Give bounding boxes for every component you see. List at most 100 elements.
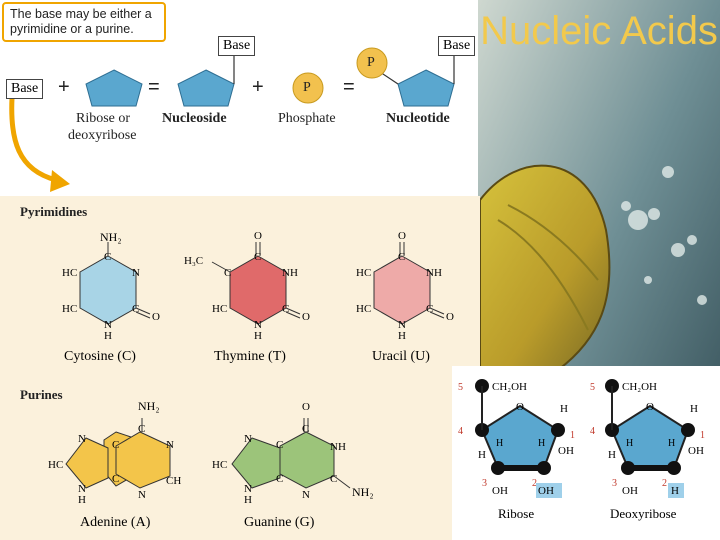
ribose-2-oh-highlight: OH xyxy=(538,485,554,497)
ribose-carbon-5-label: 5 xyxy=(458,382,463,393)
atom-c: C xyxy=(282,303,289,315)
atom-hc: HC xyxy=(62,267,77,279)
butterfly-wing xyxy=(479,164,611,371)
adenine-imidazole-ring xyxy=(65,437,109,489)
sugars-diagram: 5 CH₂OH O H 4 H H 1 OH H 3 2 OH OH Ribos… xyxy=(458,379,705,521)
ribose-oh: OH xyxy=(492,485,508,497)
ribose-carbon-3-label: 3 xyxy=(482,478,487,489)
atom-c: C xyxy=(426,303,433,315)
plus-sign-2: + xyxy=(252,76,264,98)
plus-sign: + xyxy=(58,76,70,98)
deoxyribose-h: H xyxy=(608,449,616,461)
atom-hc: HC xyxy=(356,303,371,315)
atom-c: C xyxy=(112,439,119,451)
atom-c: C xyxy=(138,423,145,435)
atom-o: O xyxy=(302,401,310,413)
ribose-label-2: deoxyribose xyxy=(68,128,137,143)
atom-nh: NH xyxy=(282,267,298,279)
atom-n: N xyxy=(132,267,140,279)
atom-c: C xyxy=(330,473,337,485)
ribose-h: H xyxy=(538,438,545,449)
deoxyribose-carbon-3-label: 3 xyxy=(612,478,617,489)
purines-heading: Purines xyxy=(20,387,63,402)
atom-n: N xyxy=(302,489,310,501)
base-box: Base xyxy=(6,79,44,99)
ribose-oh: OH xyxy=(558,445,574,457)
atom-c: C xyxy=(132,303,139,315)
cytosine-label: Cytosine (C) xyxy=(64,349,136,364)
ribose-carbon-4-label: 4 xyxy=(458,426,463,437)
bases-structures: NH₂ C N HC HC C O N H Cytosine (C) O C N… xyxy=(48,230,454,530)
nucleotide-label: Nucleotide xyxy=(386,111,450,126)
atom-h: H xyxy=(78,494,86,506)
callout-arrow-head xyxy=(50,170,70,192)
nucleoside-sugar xyxy=(177,69,235,107)
deoxyribose-oh: OH xyxy=(688,445,704,457)
deoxyribose-carbon-1-label: 1 xyxy=(700,430,705,441)
atom-c: C xyxy=(112,473,119,485)
sugar-pentagon xyxy=(85,69,143,107)
nucleotide-diagram xyxy=(9,47,455,192)
ribose-h: H xyxy=(496,438,503,449)
adenine-ring xyxy=(115,431,171,489)
atom-h: H xyxy=(254,330,262,342)
ribose-carbon-2-label: 2 xyxy=(532,478,537,489)
deoxyribose-carbon-2-label: 2 xyxy=(662,478,667,489)
thymine-label: Thymine (T) xyxy=(214,349,286,364)
equals-sign: = xyxy=(148,76,160,98)
atom-o: O xyxy=(446,311,454,323)
atom-c: C xyxy=(302,423,309,435)
ribose-pentagon xyxy=(480,404,560,469)
deoxyribose-h: H xyxy=(668,438,675,449)
atom-c: C xyxy=(276,473,283,485)
atom-hc: HC xyxy=(356,267,371,279)
guanine-ring xyxy=(279,431,335,489)
atom-o: O xyxy=(254,230,262,242)
ribose-carbon-1-label: 1 xyxy=(570,430,575,441)
deoxyribose-h: H xyxy=(690,403,698,415)
nucleotide-sugar xyxy=(397,69,455,107)
atom-n: N xyxy=(78,433,86,445)
deoxyribose-carbon-4-label: 4 xyxy=(590,426,595,437)
atom-o: O xyxy=(302,311,310,323)
deoxyribose-o: O xyxy=(646,401,654,413)
deoxyribose-ch2oh: CH₂OH xyxy=(622,381,657,393)
nucleotide-phosphate-symbol: P xyxy=(367,55,375,70)
deoxyribose-oh: OH xyxy=(622,485,638,497)
ribose-label-1: Ribose or xyxy=(76,111,131,126)
ribose-label: Ribose xyxy=(498,506,534,521)
thymine-ring xyxy=(229,255,287,325)
atom-h: H xyxy=(104,330,112,342)
callout-box: The base may be either a pyrimidine or a… xyxy=(2,2,166,42)
atom-hc: HC xyxy=(212,303,227,315)
atom-c: C xyxy=(398,251,405,263)
atom-n: N xyxy=(244,433,252,445)
atom-n: N xyxy=(138,489,146,501)
pyrimidines-heading: Pyrimidines xyxy=(20,204,88,219)
ribose-ch2oh: CH₂OH xyxy=(492,381,527,393)
atom-n: N xyxy=(166,439,174,451)
atom-c: C xyxy=(276,439,283,451)
uracil-label: Uracil (U) xyxy=(372,349,430,364)
guanine-imidazole-ring xyxy=(231,437,281,489)
phosphate-label: Phosphate xyxy=(278,111,336,126)
atom-n: N xyxy=(398,319,406,331)
atom-nh2: NH₂ xyxy=(352,485,374,499)
nucleoside-base-box: Base xyxy=(218,36,256,56)
phosphate-symbol: P xyxy=(303,80,311,95)
ribose-o: O xyxy=(516,401,524,413)
atom-c: C xyxy=(254,251,261,263)
uracil-ring xyxy=(373,255,431,325)
atom-o: O xyxy=(152,311,160,323)
atom-n: N xyxy=(254,319,262,331)
atom-o: O xyxy=(398,230,406,242)
callout-arrow xyxy=(9,97,57,183)
deoxyribose-2-h-highlight: H xyxy=(671,485,679,497)
atom-h3c: H₃C xyxy=(184,255,203,267)
deoxyribose-pentagon xyxy=(610,404,690,469)
cytosine-ring xyxy=(79,255,137,325)
ribose-h: H xyxy=(560,403,568,415)
deoxyribose-label: Deoxyribose xyxy=(610,506,677,521)
cytosine-nh2: NH₂ xyxy=(100,230,122,244)
nucleotide-base-box: Base xyxy=(438,36,476,56)
